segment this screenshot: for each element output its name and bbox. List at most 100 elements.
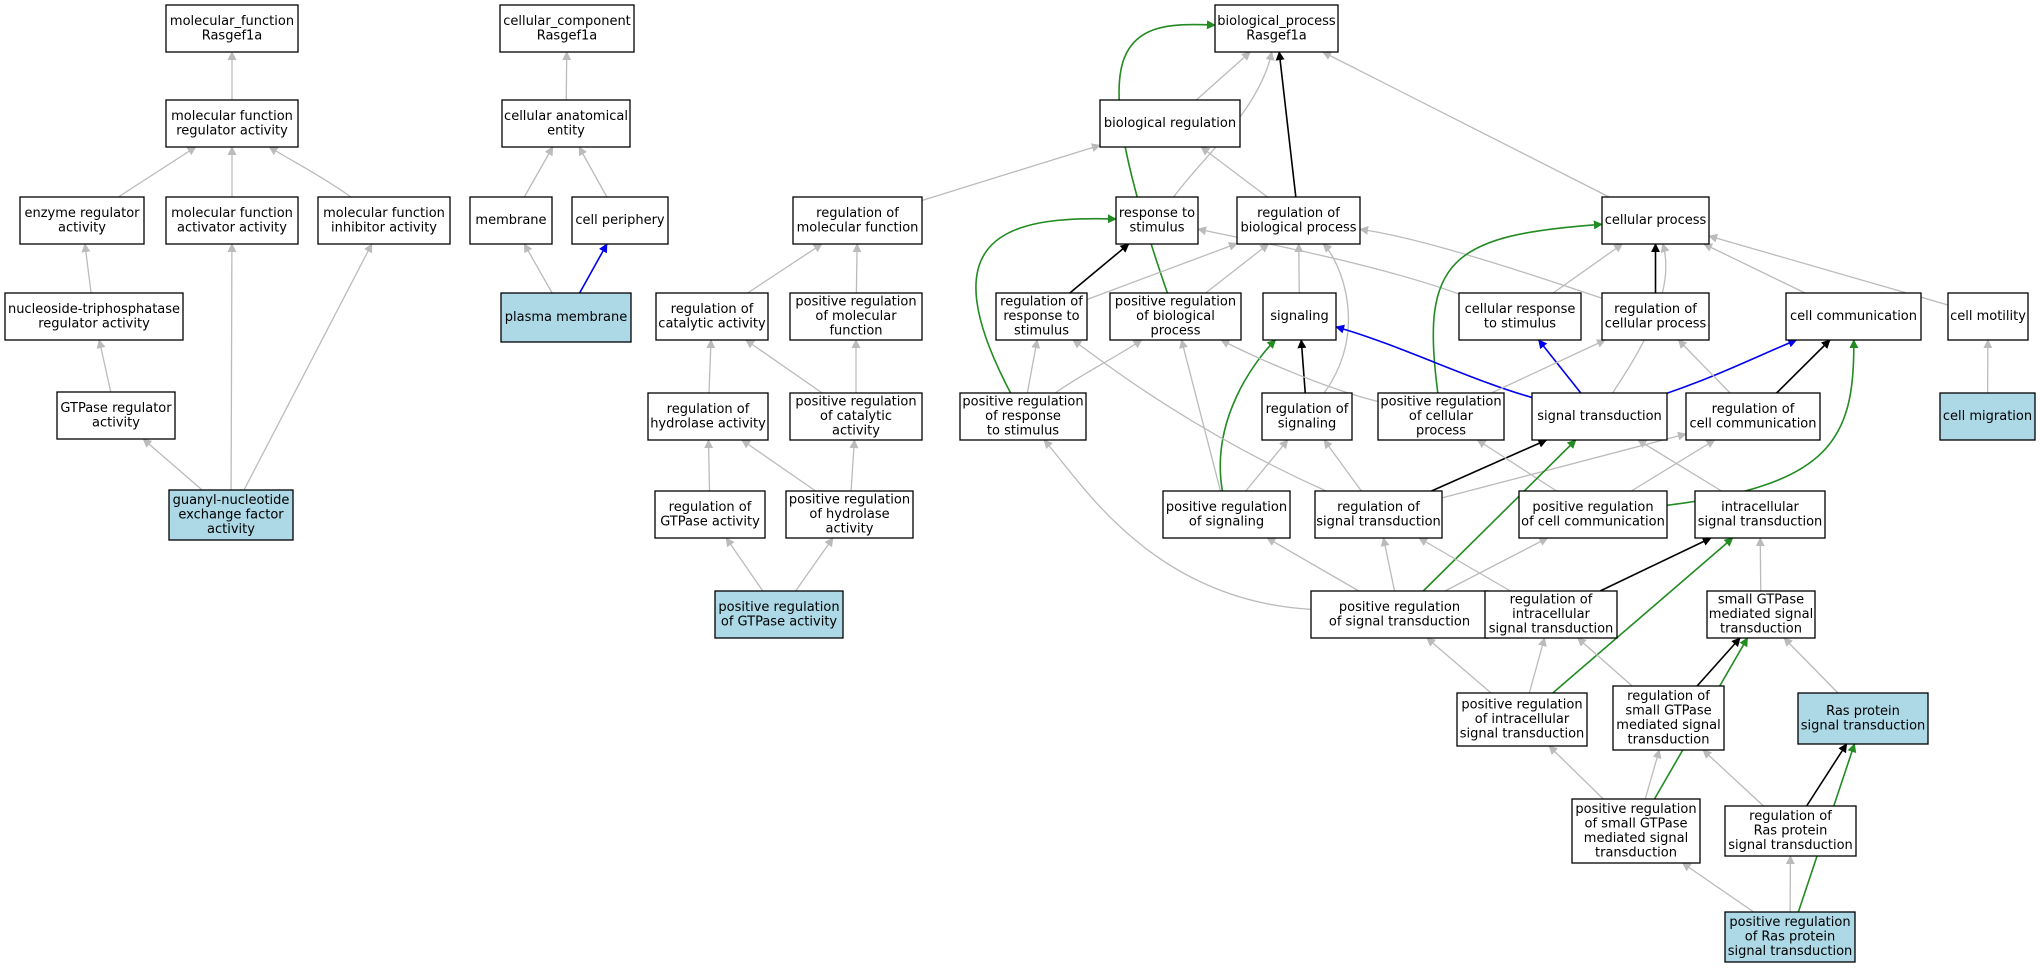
node-cell_proc[interactable]: cellular process — [1601, 196, 1710, 245]
edge-pos_reg_st-to-pos_reg_sig — [1266, 537, 1360, 592]
node-label-line: positive regulation — [1380, 395, 1501, 410]
edge-gef-to-gtp_reg — [142, 438, 203, 491]
node-label-line: molecular function — [323, 206, 445, 221]
edge-pos_reg_cp-to-reg_cp — [1491, 339, 1606, 394]
node-label-line: regulation of — [1749, 809, 1832, 824]
node-box — [1262, 292, 1337, 341]
node-cell_mot[interactable]: cell motility — [1947, 292, 2029, 341]
node-label-line: regulation of — [669, 500, 752, 515]
node-label-line: regulation of — [1337, 500, 1420, 515]
node-label-line: activity — [826, 522, 874, 537]
node-pm[interactable]: plasma membrane — [500, 292, 632, 343]
node-label-line: GTPase regulator — [60, 401, 172, 416]
node-box — [789, 292, 923, 341]
node-cell_per[interactable]: cell periphery — [571, 196, 669, 245]
node-box — [1261, 392, 1353, 441]
edge-mf_inh-to-mf_reg — [268, 146, 352, 198]
node-label-line: positive regulation — [1339, 600, 1460, 615]
edge-ntp_reg-to-enz_reg — [81, 243, 92, 294]
node-label-line: positive regulation — [962, 395, 1083, 410]
node-label-line: to stimulus — [987, 424, 1059, 439]
node-label-line: positive regulation — [1461, 698, 1582, 713]
edge-gef-to-mf_inh — [243, 243, 373, 491]
node-label-line: transduction — [1595, 845, 1677, 860]
edge-pos_reg_st-to-sig_trans — [1422, 439, 1577, 592]
node-label-line: of small GTPase — [1585, 816, 1688, 831]
edge-pos_reg_cc-to-reg_cc — [1631, 439, 1716, 492]
node-cell_comm[interactable]: cell communication — [1785, 292, 1922, 341]
node-box — [469, 196, 553, 245]
node-box — [647, 392, 769, 441]
node-box — [501, 99, 631, 148]
edge-reg_cc-to-cell_comm — [1776, 339, 1831, 394]
edge-pos_reg_ist-to-intra_st — [1552, 537, 1734, 694]
edge-pos_reg_st-to-pos_reg_cc — [1444, 537, 1549, 592]
node-box — [1236, 196, 1361, 245]
edge-reg_hyd-to-reg_cat — [706, 339, 716, 394]
node-box — [654, 490, 766, 539]
edge-pos_reg_sgtp-to-pos_reg_ist — [1548, 745, 1604, 800]
edge-pos_reg_cat-to-reg_cat — [745, 339, 823, 394]
node-bio_reg[interactable]: biological regulation — [1099, 99, 1241, 148]
node-box — [1724, 911, 1856, 963]
node-label-line: cellular process — [1605, 213, 1707, 228]
node-signaling[interactable]: signaling — [1262, 292, 1337, 341]
node-cell_mig[interactable]: cell migration — [1939, 392, 2036, 441]
node-sig_trans[interactable]: signal transduction — [1531, 392, 1668, 441]
node-box — [995, 292, 1088, 341]
node-box — [1456, 692, 1588, 747]
node-label-line: molecular function — [171, 109, 293, 124]
edge-reg_bp-to-bio_reg — [1200, 146, 1268, 198]
node-membrane[interactable]: membrane — [469, 196, 553, 245]
edge-pos_reg_ist-to-reg_ist — [1528, 637, 1547, 694]
node-label-line: mediated signal — [1584, 831, 1688, 846]
node-label-line: of signal transduction — [1329, 614, 1470, 629]
node-label-line: cell communication — [1790, 309, 1917, 324]
edge-pos_reg_sig-to-signaling — [1219, 339, 1277, 492]
node-label-line: cell communication — [1689, 416, 1816, 431]
edge-reg_st-to-reg_sig — [1323, 439, 1362, 492]
